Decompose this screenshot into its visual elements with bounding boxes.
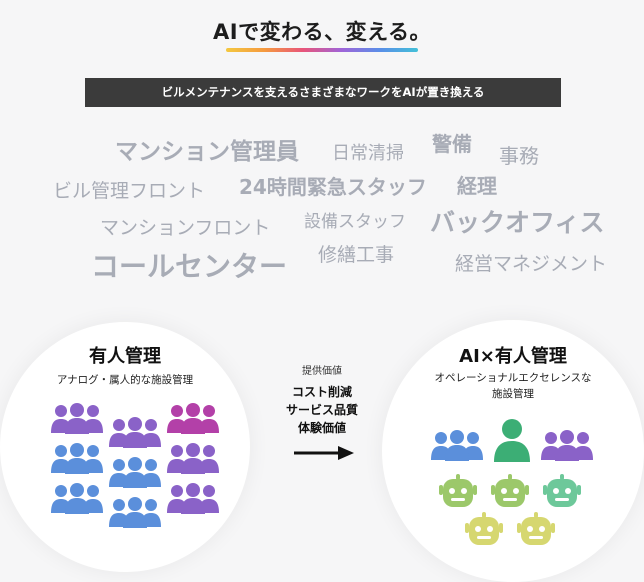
page-title: AIで変わる、変える。 [213, 20, 431, 44]
value-item: サービス品質 [285, 403, 358, 417]
panel-subtitle: アナログ・属人的な施設管理 [56, 374, 194, 386]
people-group-icon [109, 497, 161, 528]
people-group-icon [167, 483, 219, 514]
people-group-icon [109, 457, 161, 488]
people-group-icon [167, 403, 219, 434]
job-word: 修繕工事 [318, 244, 395, 266]
robot-icon [517, 512, 555, 545]
job-word: 日常清掃 [332, 143, 404, 164]
panel-title: 有人管理 [89, 346, 161, 367]
person-icon [494, 419, 530, 462]
people-group-icon [167, 443, 219, 474]
job-word: ビル管理フロント [53, 180, 206, 202]
panel-title: AI×有人管理 [459, 346, 567, 367]
robot-icon [465, 512, 503, 545]
panel-subtitle-line: オペレーショナルエクセレンスな [434, 372, 592, 384]
value-item: 体験価値 [297, 421, 346, 435]
job-word: マンションフロント [100, 217, 271, 239]
panel-subtitle-line: 施設管理 [492, 388, 534, 400]
job-word: コールセンター [91, 250, 288, 283]
panel-subtitle: オペレーショナルエクセレンスな 施設管理 [382, 370, 644, 402]
value-list: コスト削減 サービス品質 体験価値 [268, 383, 376, 437]
robot-icon [491, 474, 529, 507]
people-group-icon [109, 417, 161, 448]
people-group-icon [541, 430, 593, 461]
job-word: バックオフィス [430, 208, 605, 237]
value-item: コスト削減 [291, 385, 352, 399]
job-word: 経営マネジメント [455, 253, 608, 275]
people-group-icon [51, 403, 103, 434]
job-word: 経理 [457, 174, 497, 198]
job-word: 24時間緊急スタッフ [239, 175, 427, 199]
job-word: マンション管理員 [115, 139, 299, 165]
people-group-icon [51, 443, 103, 474]
value-label: 提供価値 [302, 366, 342, 377]
right-arrow-icon [294, 446, 354, 460]
job-word: 設備スタッフ [304, 212, 406, 232]
job-word: 事務 [499, 144, 539, 168]
robot-icon [543, 474, 581, 507]
robot-icon [439, 474, 477, 507]
job-word: 警備 [432, 132, 472, 156]
banner: ビルメンテナンスを支えるさまざまなワークをAIが置き換える [85, 78, 561, 107]
title-gradient-underline [226, 48, 418, 52]
people-group-icon [431, 430, 483, 461]
people-group-icon [51, 483, 103, 514]
